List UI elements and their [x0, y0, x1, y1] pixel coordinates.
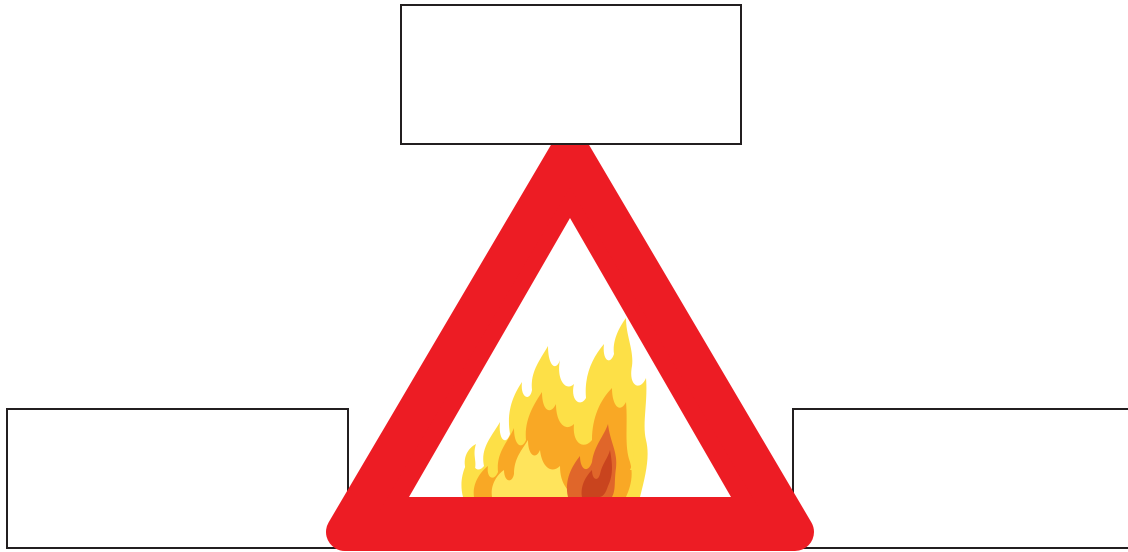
label-box-top [400, 4, 742, 145]
